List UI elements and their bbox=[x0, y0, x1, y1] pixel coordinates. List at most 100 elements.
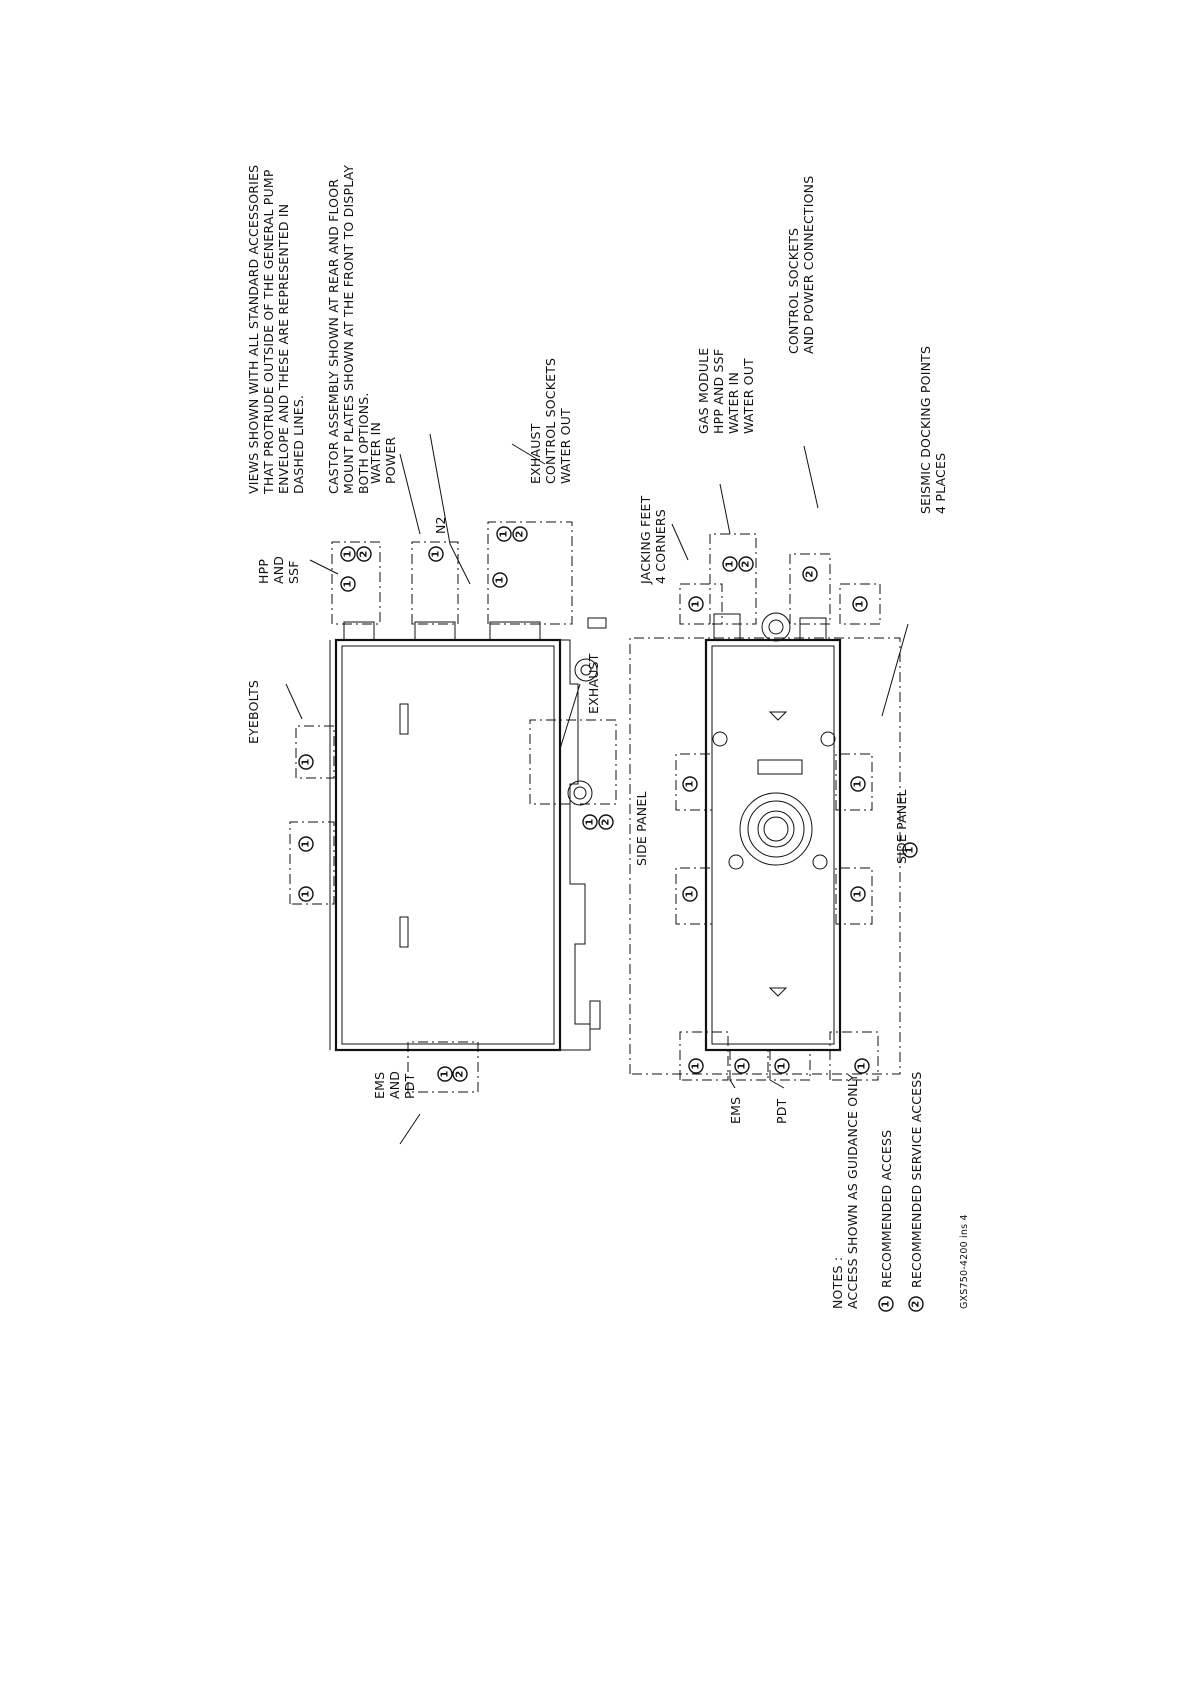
marker-1: 1 bbox=[774, 1058, 790, 1074]
marker-1: 1 bbox=[298, 754, 314, 770]
svg-text:1: 1 bbox=[853, 780, 864, 787]
side-panel-label-left: SIDE PANEL bbox=[634, 791, 649, 866]
marker-1: 1 bbox=[298, 886, 314, 902]
hpp-label-3: SSF bbox=[286, 560, 301, 584]
svg-text:1: 1 bbox=[343, 580, 354, 587]
jacking-label-1: JACKING FEET bbox=[638, 495, 653, 585]
marker-1: 1 bbox=[496, 526, 512, 542]
svg-text:1: 1 bbox=[440, 1070, 451, 1077]
castor-wheel bbox=[574, 658, 598, 682]
marker-2: 2 bbox=[356, 546, 372, 562]
svg-text:1: 1 bbox=[685, 780, 696, 787]
legend-marker-1: 1 bbox=[878, 1296, 894, 1312]
exhaust-connector bbox=[489, 621, 541, 641]
direction-triangle bbox=[768, 987, 788, 997]
svg-text:1: 1 bbox=[691, 600, 702, 607]
svg-text:1: 1 bbox=[301, 758, 312, 765]
svg-text:1: 1 bbox=[585, 818, 596, 825]
marker-2: 2 bbox=[738, 556, 754, 572]
ems-envelope bbox=[729, 1049, 769, 1081]
marker-1: 1 bbox=[850, 886, 866, 902]
seismic-label-2: 4 PLACES bbox=[933, 453, 948, 514]
floor-mount bbox=[587, 617, 607, 629]
seismic-envelope bbox=[675, 867, 713, 925]
note-line-2: THAT PROTRUDE OUTSIDE OF THE GENERAL PUM… bbox=[261, 169, 276, 495]
svg-text:1: 1 bbox=[343, 550, 354, 557]
side-view: 1 1 2 1 1 2 1 1 1 1 1 2 1 2 EYEBOLTS HPP bbox=[246, 358, 649, 1145]
inlet-flange bbox=[739, 792, 813, 866]
marker-2: 2 bbox=[598, 814, 614, 830]
marker-1: 1 bbox=[682, 886, 698, 902]
svg-text:1: 1 bbox=[495, 576, 506, 583]
seismic-envelope bbox=[835, 753, 873, 811]
exhaust-group-label-1: EXHAUST bbox=[528, 423, 543, 484]
notes-title: NOTES : bbox=[830, 1257, 845, 1309]
marker-1: 1 bbox=[682, 776, 698, 792]
svg-text:1: 1 bbox=[855, 600, 866, 607]
svg-text:1: 1 bbox=[691, 1062, 702, 1069]
exhaust-envelope bbox=[487, 521, 573, 625]
water-power-envelope bbox=[411, 541, 459, 625]
marker-2: 2 bbox=[452, 1066, 468, 1082]
marker-1: 1 bbox=[340, 546, 356, 562]
marker-1: 1 bbox=[854, 1058, 870, 1074]
control-label-2: AND POWER CONNECTIONS bbox=[801, 176, 816, 354]
jacking-envelope bbox=[679, 1031, 729, 1081]
svg-text:1: 1 bbox=[881, 1300, 892, 1307]
castor-note-line-2: MOUNT PLATES SHOWN AT THE FRONT TO DISPL… bbox=[341, 165, 356, 494]
gas-module-port bbox=[761, 612, 791, 642]
control-label-1: CONTROL SOCKETS bbox=[786, 228, 801, 354]
marker-2: 2 bbox=[512, 526, 528, 542]
note-line-4: DASHED LINES. bbox=[291, 395, 306, 494]
svg-text:1: 1 bbox=[853, 890, 864, 897]
marker-1: 1 bbox=[902, 842, 918, 858]
svg-text:2: 2 bbox=[515, 530, 526, 537]
exhaust-side-envelope bbox=[529, 719, 617, 805]
gas-module-envelope bbox=[709, 533, 757, 625]
ems-top-label: EMS bbox=[728, 1097, 743, 1124]
water-in-label: WATER IN bbox=[368, 422, 383, 484]
legend-marker-2: 2 bbox=[908, 1296, 924, 1312]
marker-2: 2 bbox=[802, 566, 818, 582]
jacking-label-2: 4 CORNERS bbox=[653, 509, 668, 584]
gas-module-label-3: WATER IN bbox=[726, 372, 741, 434]
seismic-label-1: SEISMIC DOCKING POINTS bbox=[918, 346, 933, 514]
svg-text:2: 2 bbox=[741, 560, 752, 567]
top-view-body bbox=[704, 638, 842, 1052]
svg-text:1: 1 bbox=[857, 1062, 868, 1069]
svg-text:2: 2 bbox=[805, 570, 816, 577]
hpp-connector bbox=[343, 621, 375, 641]
hpp-label-1: HPP bbox=[256, 559, 271, 584]
general-notes: VIEWS SHOWN WITH ALL STANDARD ACCESSORIE… bbox=[246, 165, 371, 495]
marker-1: 1 bbox=[722, 556, 738, 572]
jacking-envelope bbox=[839, 583, 881, 625]
jacking-envelope bbox=[679, 583, 723, 625]
side-view-body bbox=[334, 638, 562, 1052]
gas-module-label-4: WATER OUT bbox=[741, 358, 756, 434]
exhaust-group-label-3: WATER OUT bbox=[558, 408, 573, 484]
side-panel-label-right: SIDE PANEL bbox=[894, 789, 909, 864]
drawing-reference: GXS750-4200 ins 4 bbox=[959, 1214, 970, 1309]
svg-text:1: 1 bbox=[777, 1062, 788, 1069]
gas-module-connector bbox=[713, 613, 741, 641]
hpp-label-2: AND bbox=[271, 556, 286, 584]
pdt-top-label: PDT bbox=[774, 1098, 789, 1124]
exhaust-group-label-2: CONTROL SOCKETS bbox=[543, 358, 558, 484]
castor-note-line-1: CASTOR ASSEMBLY SHOWN AT REAR AND FLOOR bbox=[326, 179, 341, 494]
marker-1: 1 bbox=[437, 1066, 453, 1082]
ems-pdt-envelope bbox=[407, 1041, 479, 1093]
base-profile bbox=[560, 639, 591, 1051]
marker-1: 1 bbox=[734, 1058, 750, 1074]
note-line-3: ENVELOPE AND THESE ARE REPRESENTED IN bbox=[276, 204, 291, 494]
svg-text:2: 2 bbox=[455, 1070, 466, 1077]
exhaust-outlet bbox=[567, 780, 593, 806]
svg-text:1: 1 bbox=[301, 890, 312, 897]
marker-1: 1 bbox=[852, 596, 868, 612]
eyebolts-label: EYEBOLTS bbox=[246, 680, 261, 744]
ems-label: EMS bbox=[372, 1072, 387, 1099]
marker-1: 1 bbox=[688, 596, 704, 612]
exhaust-label: EXHAUST bbox=[586, 653, 601, 714]
recommended-access-note: RECOMMENDED ACCESS bbox=[879, 1130, 894, 1288]
svg-text:1: 1 bbox=[431, 550, 442, 557]
